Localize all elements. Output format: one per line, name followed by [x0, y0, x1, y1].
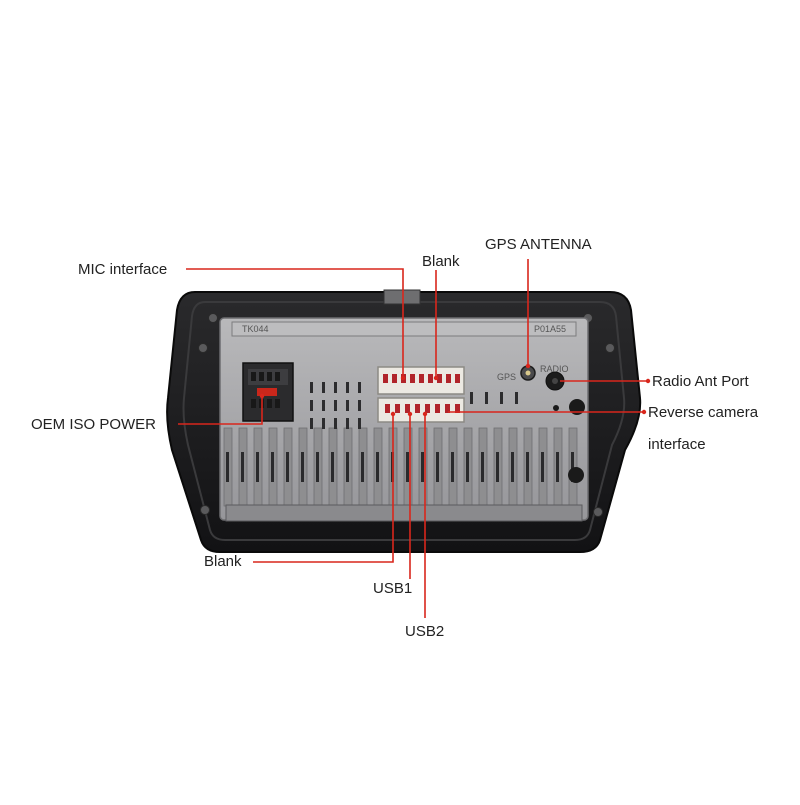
leader-blank-bottom: [253, 414, 394, 563]
fin-slot: [526, 452, 529, 482]
mounting-holes: [553, 399, 585, 483]
vent-slot: [334, 382, 337, 393]
fin-slot: [376, 452, 379, 482]
label-reverse-camera-1: Reverse camera: [648, 404, 759, 421]
plug-pin: [455, 404, 460, 413]
fin-slot: [511, 452, 514, 482]
fin-slot: [346, 452, 349, 482]
leader-mic-interface: [186, 268, 404, 378]
fin-slot: [421, 452, 424, 482]
plug-pin: [425, 404, 430, 413]
fin-slot: [286, 452, 289, 482]
leader-usb2-dot: [422, 411, 428, 417]
vent-slot: [515, 392, 518, 404]
power-fuse: [257, 388, 277, 396]
vent-slot: [310, 382, 313, 393]
leader-mic-interface-dot: [400, 375, 406, 381]
plug-pin: [415, 404, 420, 413]
leader-gps-antenna-dot: [525, 363, 531, 369]
vent-slot: [485, 392, 488, 404]
fin-slot: [271, 452, 274, 482]
plug-pin: [392, 374, 397, 383]
leader-blank-top-dot: [433, 375, 439, 381]
label-mic-interface: MIC interface: [78, 261, 168, 278]
label-reverse-camera-2: interface: [648, 436, 706, 453]
fin-slot: [451, 452, 454, 482]
vent-slot: [322, 418, 325, 429]
label-blank-bottom: Blank: [204, 553, 242, 570]
leader-oem-iso-power-dot: [259, 393, 265, 399]
fin-slot: [331, 452, 334, 482]
leader-radio-ant-port-dot: [645, 378, 651, 384]
fin-slot: [226, 452, 229, 482]
fin-slot: [406, 452, 409, 482]
label-radio-ant-port: Radio Ant Port: [652, 373, 749, 390]
label-gps-antenna: GPS ANTENNA: [485, 236, 592, 253]
fin-slot: [541, 452, 544, 482]
plug-pin: [383, 374, 388, 383]
top-bracket: [383, 289, 421, 305]
plug-pin: [385, 404, 390, 413]
label-usb1: USB1: [373, 580, 413, 597]
fin-slot: [361, 452, 364, 482]
vent-slot: [334, 400, 337, 411]
vent-slot: [334, 418, 337, 429]
plug-pin: [410, 374, 415, 383]
serial-marking: P01A55: [534, 324, 566, 334]
leader-blank-bottom-dot: [390, 411, 396, 417]
plug-pin: [405, 404, 410, 413]
leader-oem-iso-power: [178, 396, 263, 425]
fin-slot: [496, 452, 499, 482]
fin-slot: [256, 452, 259, 482]
vent-slots: [310, 382, 518, 429]
vent-slot: [322, 400, 325, 411]
vent-slot: [358, 382, 361, 393]
radio-port-marking: RADIO: [540, 364, 569, 374]
fin-slot: [316, 452, 319, 482]
vent-slot: [358, 400, 361, 411]
chassis-top-rail: [231, 321, 577, 337]
label-usb2: USB2: [405, 623, 445, 640]
plug-pin: [437, 374, 442, 383]
fin-slot: [436, 452, 439, 482]
vent-slot: [346, 382, 349, 393]
plug-pin: [455, 374, 460, 383]
gps-port-marking: GPS: [497, 372, 516, 382]
upper-harness-plug: [377, 366, 465, 395]
vent-slot: [500, 392, 503, 404]
plug-pin: [395, 404, 400, 413]
fin-slot: [301, 452, 304, 482]
fin-slot: [481, 452, 484, 482]
fin-slot: [241, 452, 244, 482]
vent-slot: [346, 418, 349, 429]
plug-pin: [419, 374, 424, 383]
vent-slot: [358, 418, 361, 429]
lower-harness-plug: [377, 397, 465, 423]
fin-slot: [571, 452, 574, 482]
plug-pin: [435, 404, 440, 413]
label-oem-iso-power: OEM ISO POWER: [31, 416, 157, 433]
leader-reverse-camera-dot: [641, 409, 647, 415]
vent-slot: [346, 400, 349, 411]
plug-pin: [446, 374, 451, 383]
vent-slot: [310, 400, 313, 411]
vent-slot: [322, 382, 325, 393]
fin-slot: [466, 452, 469, 482]
plug-pin: [445, 404, 450, 413]
bezel-inner-edge: [182, 301, 626, 541]
chassis-bottom-ledge: [225, 504, 583, 522]
fin-slot: [556, 452, 559, 482]
vent-slot: [310, 418, 313, 429]
leader-usb1-dot: [407, 411, 413, 417]
vent-slot: [470, 392, 473, 404]
callout-leader-lines: [178, 259, 651, 618]
bezel-screws: [198, 313, 615, 517]
iso-power-connector: [242, 362, 294, 422]
label-blank-top: Blank: [422, 253, 460, 270]
model-marking: TK044: [242, 324, 269, 334]
plug-pin: [428, 374, 433, 383]
